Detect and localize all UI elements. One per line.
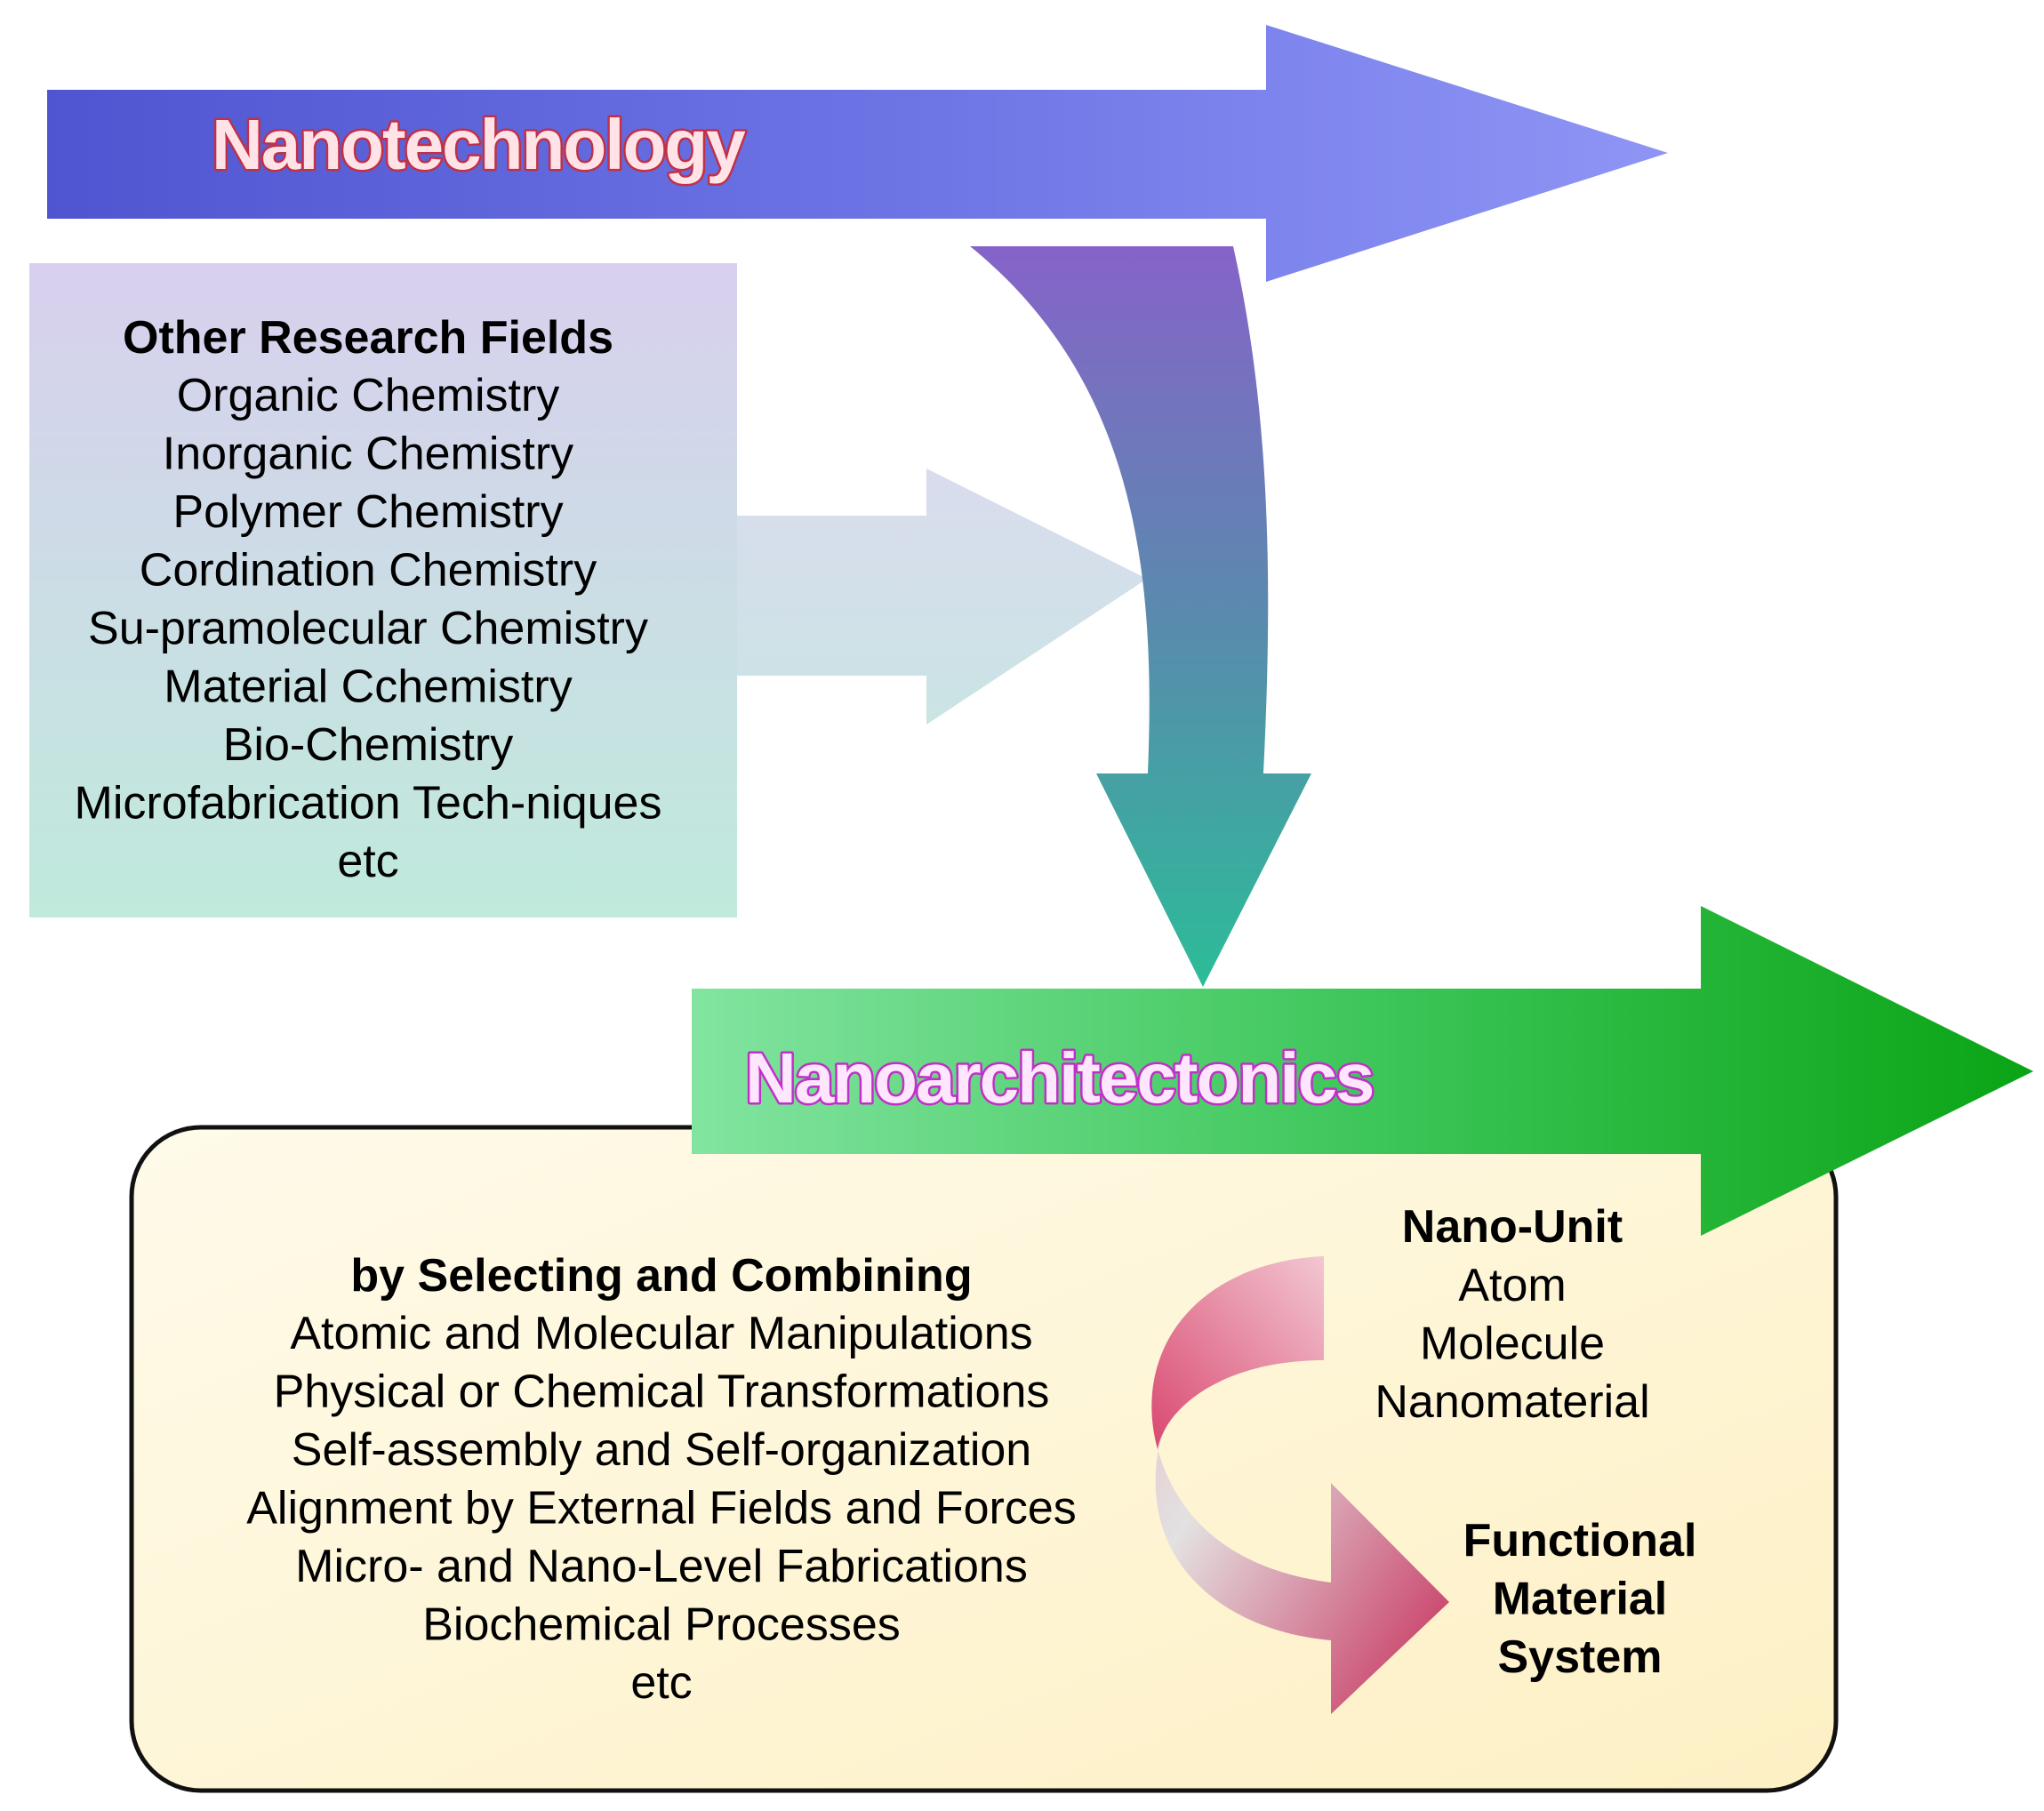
method-item-6: etc bbox=[630, 1657, 692, 1709]
other-field-item-0: Organic Chemistry bbox=[177, 370, 560, 421]
nano-unit-item-1: Molecule bbox=[1420, 1318, 1605, 1370]
method-item-5: Biochemical Processes bbox=[422, 1599, 901, 1651]
functional-material-system-line-0: Functional bbox=[1463, 1515, 1697, 1567]
other-field-item-7: Microfabrication Tech-niques bbox=[75, 778, 662, 829]
nanotechnology-arrow bbox=[47, 25, 1668, 282]
nano-unit-arrow-tail bbox=[1151, 1256, 1324, 1449]
functional-material-system-line-2: System bbox=[1498, 1631, 1663, 1683]
method-item-4: Micro- and Nano-Level Fabrications bbox=[295, 1541, 1028, 1592]
other-field-item-1: Inorganic Chemistry bbox=[163, 429, 573, 480]
nano-unit-item-2: Nanomaterial bbox=[1375, 1376, 1649, 1428]
methods-heading: by Selecting and Combining bbox=[350, 1250, 972, 1302]
other-research-fields-box bbox=[29, 263, 737, 918]
nanoarchitectonics-label: Nanoarchitectonics bbox=[745, 1038, 1373, 1118]
nanotechnology-label: Nanotechnology bbox=[212, 105, 746, 184]
functional-material-system-line-1: Material bbox=[1493, 1574, 1668, 1625]
other-field-item-3: Cordination Chemistry bbox=[140, 545, 597, 597]
method-item-2: Self-assembly and Self-organization bbox=[292, 1424, 1031, 1476]
method-item-1: Physical or Chemical Transformations bbox=[274, 1366, 1050, 1418]
other-fields-heading: Other Research Fields bbox=[123, 312, 613, 364]
nanoarchitectonics-arrow bbox=[692, 906, 2033, 1236]
other-field-item-6: Bio-Chemistry bbox=[223, 719, 514, 771]
methods-list: Atomic and Molecular ManipulationsPhysic… bbox=[246, 1308, 1077, 1709]
nanotechnology-down-arrow bbox=[970, 246, 1311, 987]
other-field-item-4: Su-pramolecular Chemistry bbox=[88, 603, 648, 654]
method-item-0: Atomic and Molecular Manipulations bbox=[290, 1308, 1032, 1359]
other-field-item-5: Material Cchemistry bbox=[164, 661, 572, 713]
nano-unit-item-0: Atom bbox=[1458, 1260, 1566, 1311]
other-field-item-8: etc bbox=[337, 836, 398, 887]
other-field-item-2: Polymer Chemistry bbox=[172, 486, 563, 538]
fields-to-nanoarchitectonics-arrow bbox=[737, 469, 1147, 725]
method-item-3: Alignment by External Fields and Forces bbox=[246, 1483, 1077, 1535]
nano-unit-heading: Nano-Unit bbox=[1402, 1201, 1623, 1253]
